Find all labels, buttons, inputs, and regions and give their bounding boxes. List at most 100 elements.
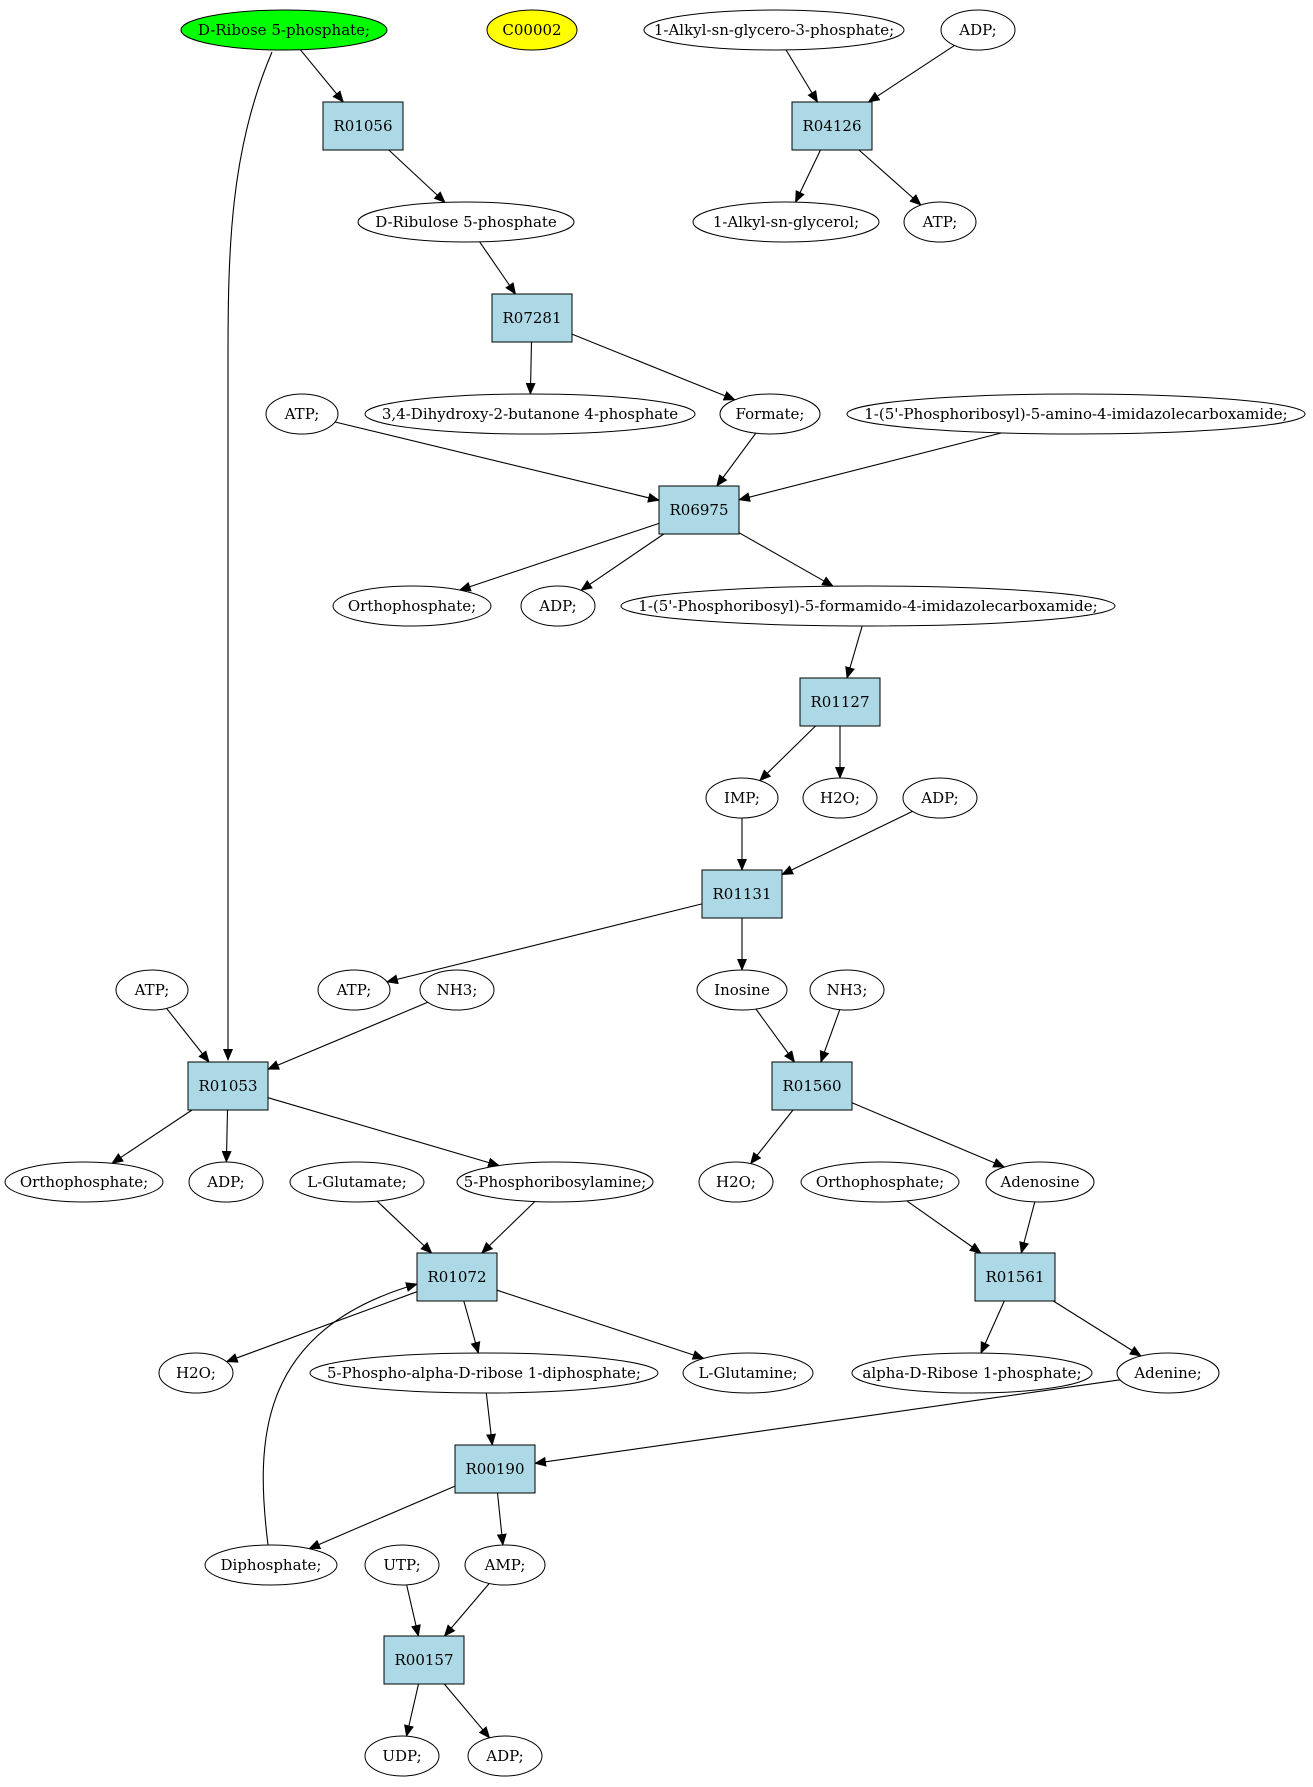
node-label: ATP; [336, 981, 372, 999]
edge-r-R06975-to-c-adp-b [580, 533, 665, 591]
node-label: alpha-D-Ribose 1-phosphate; [862, 1364, 1081, 1382]
compound-node-c-orthophosphate-a[interactable]: Orthophosphate; [332, 585, 492, 627]
compound-ellipse [985, 1161, 1095, 1203]
edge-r-R01127-to-c-imp [759, 725, 816, 782]
reaction-node-r-R01560[interactable]: R01560 [771, 1061, 853, 1111]
compound-node-c-prpp[interactable]: 5-Phospho-alpha-D-ribose 1-diphosphate; [309, 1352, 659, 1394]
nodes-layer: D-Ribose 5-phosphate; C00002 1-Alkyl-sn-gl… [4, 9, 1306, 1777]
compound-ellipse [180, 9, 388, 51]
node-label: D-Ribulose 5-phosphate [375, 213, 557, 231]
node-label: L-Glutamine; [698, 1364, 797, 1382]
compound-node-c-adp-b[interactable]: ADP; [520, 585, 596, 627]
compound-node-c-amp[interactable]: AMP; [464, 1544, 546, 1586]
compound-node-c-adenine[interactable]: Adenine; [1116, 1352, 1220, 1394]
reaction-box [658, 485, 740, 535]
edge-r-R01053-to-c-prpp-amine [267, 1097, 501, 1168]
compound-node-c-orthophosphate-c[interactable]: Orthophosphate; [800, 1161, 960, 1203]
compound-node-c-dribose5p[interactable]: D-Ribose 5-phosphate; [180, 9, 388, 51]
compound-node-c-dhbp[interactable]: 3,4-Dihydroxy-2-butanone 4-phosphate [364, 393, 696, 435]
reaction-node-r-R01127[interactable]: R01127 [799, 677, 881, 727]
compound-node-c-adp-d[interactable]: ADP; [188, 1161, 264, 1203]
compound-ellipse [4, 1161, 164, 1203]
edge-c-orthophosphate-c-to-r-R01561 [906, 1200, 982, 1254]
compound-node-c-inosine[interactable]: Inosine [696, 969, 788, 1011]
compound-node-c-lglutamine[interactable]: L-Glutamine; [682, 1352, 814, 1394]
compound-ellipse [851, 1352, 1093, 1394]
compound-node-c-utp[interactable]: UTP; [364, 1544, 440, 1586]
node-label: ATP; [134, 981, 170, 999]
reaction-node-r-R01056[interactable]: R01056 [322, 101, 404, 151]
compound-node-c-aicar[interactable]: 1-(5'-Phosphoribosyl)-5-amino-4-imidazol… [846, 393, 1306, 435]
edge-c-aicar-to-r-R06975 [738, 432, 1002, 502]
compound-node-c-nh3-a[interactable]: NH3; [419, 969, 495, 1011]
node-label: 5-Phospho-alpha-D-ribose 1-diphosphate; [327, 1364, 641, 1382]
compound-node-c-imp[interactable]: IMP; [705, 777, 779, 819]
compound-node-c-atp-c[interactable]: ATP; [115, 969, 189, 1011]
edge-c-utp-to-r-R00157 [406, 1584, 421, 1637]
compound-node-c-diphosphate[interactable]: Diphosphate; [204, 1544, 338, 1586]
node-label: Inosine [714, 981, 770, 999]
compound-node-c-adp-a[interactable]: ADP; [940, 9, 1016, 51]
reaction-box [799, 677, 881, 727]
edge-c-dribose5p-to-r-R01056 [299, 49, 344, 103]
reaction-node-r-R06975[interactable]: R06975 [658, 485, 740, 535]
compound-node-c-atp-b[interactable]: ATP; [265, 393, 339, 435]
node-label: ADP; [538, 597, 576, 615]
compound-node-c-atp-d[interactable]: ATP; [317, 969, 391, 1011]
reaction-node-r-R04126[interactable]: R04126 [791, 101, 873, 151]
edge-r-R01560-to-c-h2o-b [749, 1109, 794, 1165]
compound-node-c-adp-c[interactable]: ADP; [902, 777, 978, 819]
compound-node-c-udp[interactable]: UDP; [364, 1735, 440, 1777]
node-label: ADP; [920, 789, 958, 807]
compound-node-c-orthophosphate-b[interactable]: Orthophosphate; [4, 1161, 164, 1203]
node-label: ADP; [206, 1173, 244, 1191]
edge-r-R01053-to-c-adp-d [221, 1109, 232, 1163]
compound-node-c-adenosine[interactable]: Adenosine [985, 1161, 1095, 1203]
reaction-box [383, 1635, 465, 1685]
compound-node-c-adp-e[interactable]: ADP; [467, 1735, 543, 1777]
edge-c-atp-c-to-r-R01053 [166, 1007, 210, 1063]
compound-ellipse [620, 585, 1116, 627]
compound-ellipse [682, 1352, 814, 1394]
reaction-node-r-R01053[interactable]: R01053 [187, 1061, 269, 1111]
compound-node-c-lglutamate[interactable]: L-Glutamate; [289, 1161, 425, 1203]
compound-node-c-alkylglycerol[interactable]: 1-Alkyl-sn-glycerol; [692, 201, 880, 243]
node-label: R06975 [669, 501, 728, 519]
compound-ellipse [902, 777, 978, 819]
compound-ellipse [903, 201, 977, 243]
reaction-box [771, 1061, 853, 1111]
compound-node-c-adribose1p[interactable]: alpha-D-Ribose 1-phosphate; [851, 1352, 1093, 1394]
compound-node-c-prpp-amine[interactable]: 5-Phosphoribosylamine; [456, 1161, 654, 1203]
reaction-node-r-R00157[interactable]: R00157 [383, 1635, 465, 1685]
compound-node-c-h2o-c[interactable]: H2O; [158, 1352, 234, 1394]
node-label: UDP; [382, 1747, 421, 1765]
compound-node-c-c00002[interactable]: C00002 [486, 9, 578, 51]
reaction-box [454, 1444, 536, 1494]
reaction-node-r-R01131[interactable]: R01131 [701, 869, 783, 919]
reaction-box [491, 293, 573, 343]
compound-node-c-atp-a[interactable]: ATP; [903, 201, 977, 243]
edge-c-inosine-to-r-R01560 [755, 1008, 796, 1063]
reaction-box [701, 869, 783, 919]
compound-node-c-h2o-b[interactable]: H2O; [698, 1161, 774, 1203]
reaction-box [322, 101, 404, 151]
node-label: H2O; [176, 1364, 216, 1382]
edge-c-nh3-a-to-r-R01053 [267, 1001, 429, 1070]
compound-node-c-formate[interactable]: Formate; [719, 393, 821, 435]
reaction-node-r-R01072[interactable]: R01072 [416, 1252, 498, 1302]
reaction-node-r-R01561[interactable]: R01561 [974, 1252, 1056, 1302]
compound-node-c-faicar[interactable]: 1-(5'-Phosphoribosyl)-5-formamido-4-imid… [620, 585, 1116, 627]
node-label: UTP; [383, 1556, 420, 1574]
compound-node-c-h2o-a[interactable]: H2O; [802, 777, 878, 819]
compound-node-c-alkylglycero3p[interactable]: 1-Alkyl-sn-glycero-3-phosphate; [643, 9, 905, 51]
node-label: Orthophosphate; [348, 597, 476, 615]
compound-ellipse [1116, 1352, 1220, 1394]
reaction-node-r-R00190[interactable]: R00190 [454, 1444, 536, 1494]
edge-c-adp-a-to-r-R04126 [867, 44, 955, 103]
reaction-box [416, 1252, 498, 1302]
compound-node-c-dribulose5p[interactable]: D-Ribulose 5-phosphate [357, 201, 575, 243]
compound-node-c-nh3-b[interactable]: NH3; [809, 969, 885, 1011]
edges-layer [111, 44, 1142, 1739]
reaction-node-r-R07281[interactable]: R07281 [491, 293, 573, 343]
